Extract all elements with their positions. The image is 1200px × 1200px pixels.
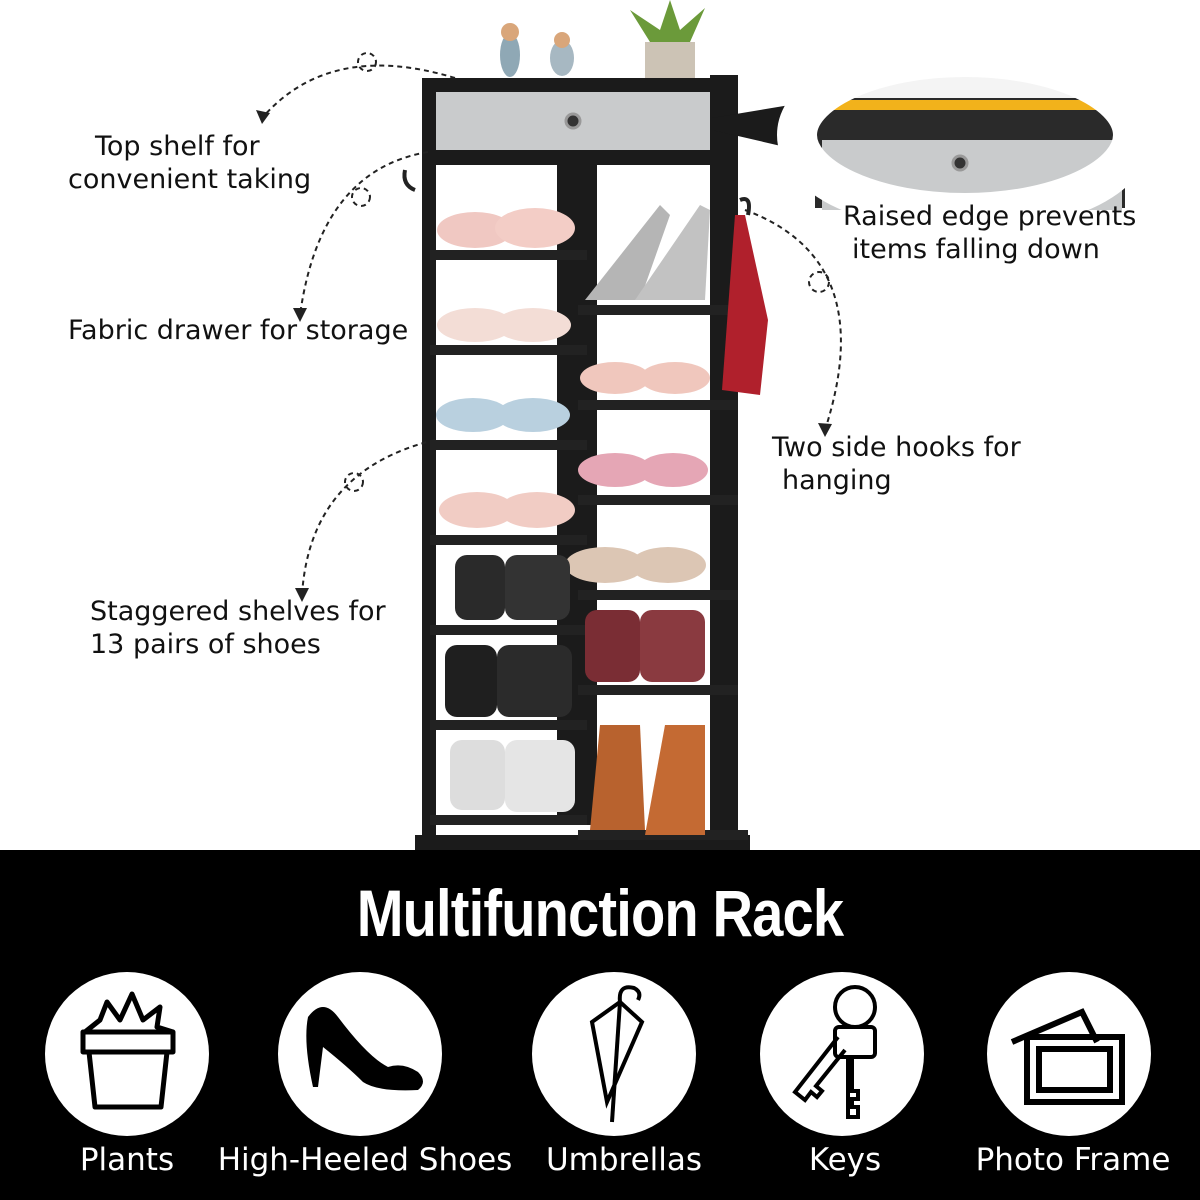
keys-icon: [760, 972, 924, 1136]
leader-lines: [261, 52, 842, 596]
annotation-staggered: Staggered shelves for: [90, 596, 386, 627]
drawer-handle: [564, 112, 582, 130]
top-decor: [500, 0, 705, 80]
banner-title: Multifunction Rack: [356, 876, 844, 950]
annotation-top-shelf: Top shelf for: [95, 130, 260, 163]
annotation-drawer: Fabric drawer for storage: [68, 315, 409, 346]
annotation-hooks: Two side hooks for: [772, 432, 1021, 463]
annotation-raised-edge-2: items falling down: [852, 234, 1100, 265]
shoe-rack-illustration: [256, 0, 1153, 850]
annotation-raised-edge: Raised edge prevents: [843, 201, 1137, 232]
label-plants: Plants: [79, 1142, 175, 1178]
annotation-top-shelf-2: convenient taking: [68, 163, 311, 196]
label-photo-frame: Photo Frame: [975, 1142, 1171, 1178]
photo-frame-icon: [987, 972, 1151, 1136]
raised-edge-inset: [712, 37, 1153, 233]
annotation-staggered-2: 13 pairs of shoes: [90, 629, 321, 660]
annotation-line: convenient taking: [68, 164, 312, 195]
arrowheads: [256, 110, 832, 602]
hanging-umbrella: [402, 169, 768, 395]
annotation-hooks-2: hanging: [782, 465, 892, 496]
label-keys: Keys: [808, 1142, 882, 1178]
shoes: [436, 205, 710, 835]
high-heel-icon: [278, 972, 442, 1136]
annotation-line: Top shelf for: [95, 131, 260, 162]
plant-pot-icon: [45, 972, 209, 1136]
label-high-heeled-shoes: High-Heeled Shoes: [217, 1142, 513, 1178]
label-umbrellas: Umbrellas: [545, 1142, 703, 1178]
umbrella-icon: [532, 972, 696, 1136]
left-shelves: [430, 250, 587, 825]
